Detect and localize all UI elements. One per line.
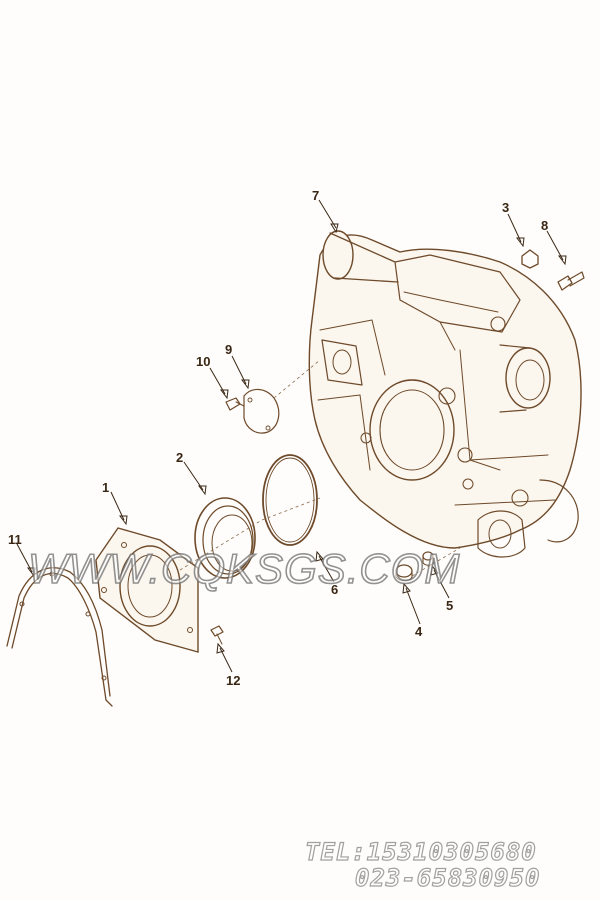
callout-10: 10 [196,354,210,369]
callout-labels: 7 3 8 9 10 2 1 11 6 4 5 12 [8,188,548,688]
plug [521,249,539,269]
dowel-pin [422,551,434,566]
o-ring [262,454,318,546]
rear-oil-seal [194,497,256,579]
callout-2: 2 [176,450,183,465]
access-cover-plate [243,388,280,434]
callout-1: 1 [102,480,109,495]
phone-watermark: 023-65830950 [354,863,541,892]
callout-3: 3 [502,200,509,215]
callout-6: 6 [331,582,338,597]
pipe-plug [395,564,413,582]
rear-seal-housing [95,527,199,653]
telephone-watermark: TEL:15310305680 [304,837,537,866]
callout-9: 9 [225,342,232,357]
callout-7: 7 [312,188,319,203]
website-watermark: WWW.CQKSGS.COM [27,544,461,593]
callout-8: 8 [541,218,548,233]
callout-4: 4 [415,624,423,639]
capscrew [557,271,585,291]
callout-12: 12 [226,673,240,688]
callout-5: 5 [446,598,453,613]
flywheel-housing [308,230,582,558]
callout-11: 11 [8,532,22,547]
rear-cover-gasket [6,567,113,707]
callout-leaders [16,199,567,673]
cover-screw [225,397,245,411]
seal-housing-capscrew [210,625,224,645]
alignment-lines [179,359,461,577]
